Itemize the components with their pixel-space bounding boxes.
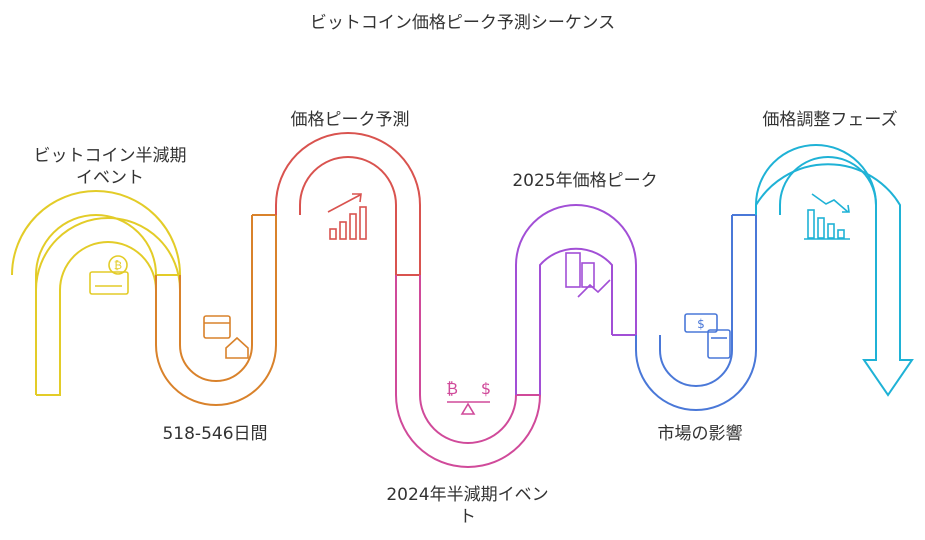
flow-segment-7 [755,144,914,397]
flow-segment-6 [635,214,757,411]
rising-bar-chart-icon [327,193,367,240]
svg-text:$: $ [481,379,491,398]
currency-balance-scale-icon: ₿ $ [446,379,491,415]
falling-bar-chart-icon [804,193,850,240]
flow-segment-1 [11,190,182,395]
flow-segment-5 [515,204,637,395]
cash-calculator-icon: $ [684,313,731,359]
step-4-label-line1: 2024年半減期イベン [386,485,549,505]
step-7-label: 価格調整フェーズ [762,110,898,130]
step-1-label: ビットコイン半減期 イベント [5,145,215,189]
flow-segment-4 [395,275,541,468]
svg-text:₿: ₿ [114,259,122,272]
step-2-label: 518-546日間 [162,424,268,444]
step-1-label-line2: イベント [76,168,144,188]
flow-segment-2 [155,214,277,406]
svg-text:₿: ₿ [446,379,458,398]
bitcoin-mining-rig-icon: ₿ [89,255,129,295]
step-1-label-line1: ビットコイン半減期 [33,146,187,166]
step-5-label: 2025年価格ピーク [512,171,658,191]
svg-text:$: $ [697,317,705,331]
diagram-title: ビットコイン価格ピーク予測シーケンス [309,13,616,33]
flow-segment-3 [275,132,421,276]
flow-segment-1-outline [35,217,181,396]
step-4-label-line2: ト [459,507,476,527]
step-4-label: 2024年半減期イベン ト [350,484,585,528]
step-3-label: 価格ピーク予測 [290,110,410,130]
calendar-house-icon [203,315,249,359]
buildings-trend-icon [565,252,611,298]
step-6-label: 市場の影響 [657,424,743,444]
